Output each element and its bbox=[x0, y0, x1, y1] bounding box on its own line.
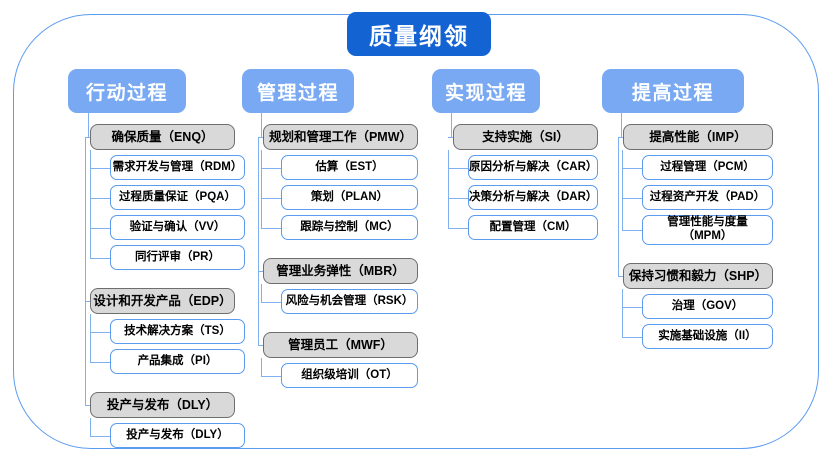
leaf-node-c0-g1-i1[interactable]: 产品集成（PI） bbox=[110, 349, 245, 374]
connector-leaf-c1-g0-i0 bbox=[261, 167, 281, 169]
connector-leafspine-c0-g2 bbox=[90, 418, 92, 436]
connector-leaf-c0-g0-i0 bbox=[90, 167, 110, 169]
connector-leaf-c0-g0-i2 bbox=[90, 227, 110, 229]
group-node-c0-g0[interactable]: 确保质量（ENQ） bbox=[90, 124, 235, 150]
leaf-node-c3-g1-i0[interactable]: 治理（GOV） bbox=[642, 294, 773, 319]
connector-leaf-c2-g0-i0 bbox=[448, 167, 468, 169]
group-node-c0-g2[interactable]: 投产与发布（DLY） bbox=[90, 392, 235, 418]
connector-leaf-c2-g0-i1 bbox=[448, 197, 468, 199]
connector-header-2 bbox=[451, 113, 453, 137]
leaf-node-c0-g2-i0[interactable]: 投产与发布（DLY） bbox=[110, 423, 245, 448]
group-node-c3-g1[interactable]: 保持习惯和毅力（SHP） bbox=[623, 263, 773, 289]
connector-leaf-c0-g1-i0 bbox=[90, 331, 110, 333]
leaf-node-c0-g0-i1[interactable]: 过程质量保证（PQA） bbox=[110, 185, 245, 210]
leaf-node-c3-g0-i2[interactable]: 管理性能与度量（MPM） bbox=[642, 215, 773, 245]
connector-leafspine-c2-g0 bbox=[448, 150, 450, 228]
connector-leaf-c3-g1-i0 bbox=[622, 306, 642, 308]
connector-leaf-c0-g2-i0 bbox=[90, 435, 110, 437]
group-node-c2-g0[interactable]: 支持实施（SI） bbox=[453, 124, 598, 150]
leaf-node-c1-g1-i0[interactable]: 风险与机会管理（RSK） bbox=[281, 289, 418, 314]
connector-header-3 bbox=[621, 113, 623, 137]
connector-leaf-c1-g0-i2 bbox=[261, 227, 281, 229]
group-node-c1-g1[interactable]: 管理业务弹性（MBR） bbox=[263, 258, 418, 284]
connector-leaf-c1-g1-i0 bbox=[261, 301, 281, 303]
connector-leaf-c3-g0-i2 bbox=[622, 230, 642, 232]
connector-colspine-1 bbox=[258, 137, 260, 345]
connector-header-0 bbox=[88, 113, 90, 137]
connector-leaf-c3-g0-i0 bbox=[622, 167, 642, 169]
connector-group-c1-g2 bbox=[258, 345, 263, 347]
leaf-node-c0-g1-i0[interactable]: 技术解决方案（TS） bbox=[110, 319, 245, 344]
connector-header-join-3 bbox=[618, 137, 621, 139]
leaf-node-c3-g1-i1[interactable]: 实施基础设施（II） bbox=[642, 324, 773, 349]
leaf-node-c3-g0-i0[interactable]: 过程管理（PCM） bbox=[642, 155, 773, 180]
connector-leaf-c0-g0-i1 bbox=[90, 197, 110, 199]
leaf-node-c1-g2-i0[interactable]: 组织级培训（OT） bbox=[281, 363, 418, 388]
leaf-node-c3-g0-i1[interactable]: 过程资产开发（PAD） bbox=[642, 185, 773, 210]
connector-colspine-0 bbox=[85, 137, 87, 405]
connector-group-c1-g1 bbox=[258, 271, 263, 273]
column-header-2[interactable]: 实现过程 bbox=[432, 69, 540, 113]
group-node-c3-g0[interactable]: 提高性能（IMP） bbox=[623, 124, 773, 150]
connector-group-c0-g1 bbox=[85, 301, 90, 303]
leaf-node-c2-g0-i2[interactable]: 配置管理（CM） bbox=[468, 215, 598, 240]
group-node-c0-g1[interactable]: 设计和开发产品（EDP） bbox=[90, 288, 235, 314]
group-node-c1-g2[interactable]: 管理员工（MWF） bbox=[263, 332, 418, 358]
column-header-3[interactable]: 提高过程 bbox=[602, 69, 744, 113]
connector-leaf-c0-g1-i1 bbox=[90, 361, 110, 363]
connector-group-c0-g2 bbox=[85, 405, 90, 407]
connector-leaf-c3-g0-i1 bbox=[622, 197, 642, 199]
leaf-node-c0-g0-i3[interactable]: 同行评审（PR） bbox=[110, 245, 245, 270]
connector-leafspine-c0-g1 bbox=[90, 314, 92, 362]
connector-leafspine-c1-g0 bbox=[261, 150, 263, 228]
leaf-node-c1-g0-i2[interactable]: 跟踪与控制（MC） bbox=[281, 215, 418, 240]
connector-header-join-1 bbox=[258, 137, 261, 139]
column-header-0[interactable]: 行动过程 bbox=[68, 69, 186, 113]
connector-leafspine-c3-g0 bbox=[622, 150, 624, 230]
column-header-1[interactable]: 管理过程 bbox=[242, 69, 354, 113]
connector-leafspine-c0-g0 bbox=[90, 150, 92, 258]
leaf-node-c1-g0-i0[interactable]: 估算（EST） bbox=[281, 155, 418, 180]
connector-leafspine-c1-g2 bbox=[261, 358, 263, 376]
connector-leaf-c2-g0-i2 bbox=[448, 227, 468, 229]
leaf-node-c0-g0-i0[interactable]: 需求开发与管理（RDM） bbox=[110, 155, 245, 180]
connector-leafspine-c3-g1 bbox=[622, 289, 624, 337]
leaf-node-c0-g0-i2[interactable]: 验证与确认（VV） bbox=[110, 215, 245, 240]
connector-leafspine-c1-g1 bbox=[261, 284, 263, 302]
connector-header-join-2 bbox=[448, 137, 451, 139]
connector-group-c3-g1 bbox=[618, 276, 623, 278]
leaf-node-c2-g0-i1[interactable]: 决策分析与解决（DAR） bbox=[468, 185, 598, 210]
leaf-node-c1-g0-i1[interactable]: 策划（PLAN） bbox=[281, 185, 418, 210]
root-title-node: 质量纲领 bbox=[347, 12, 491, 56]
connector-header-join-0 bbox=[85, 137, 88, 139]
connector-leaf-c1-g0-i1 bbox=[261, 197, 281, 199]
connector-header-1 bbox=[261, 113, 263, 137]
connector-leaf-c3-g1-i1 bbox=[622, 336, 642, 338]
group-node-c1-g0[interactable]: 规划和管理工作（PMW） bbox=[263, 124, 418, 150]
leaf-node-c2-g0-i0[interactable]: 原因分析与解决（CAR） bbox=[468, 155, 598, 180]
connector-colspine-3 bbox=[618, 137, 620, 276]
connector-leaf-c1-g2-i0 bbox=[261, 375, 281, 377]
connector-leaf-c0-g0-i3 bbox=[90, 257, 110, 259]
